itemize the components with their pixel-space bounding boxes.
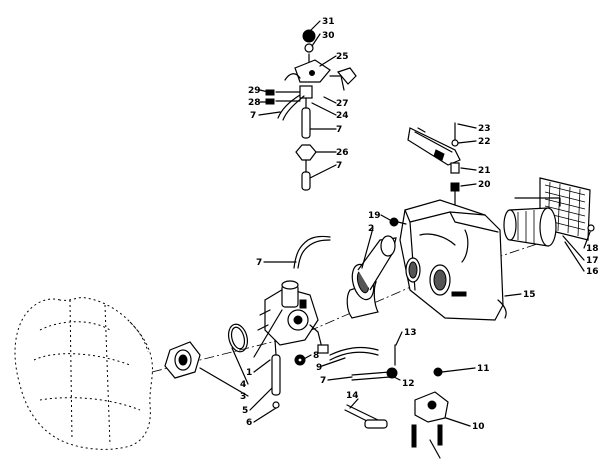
- callout-20: 20: [478, 180, 491, 190]
- drain-hose: [271, 354, 281, 409]
- callout-5: 5: [242, 406, 248, 416]
- callout-24: 24: [336, 111, 349, 121]
- callout-16: 16: [586, 267, 599, 277]
- callout-7-b: 7: [336, 125, 342, 135]
- carburetor: [257, 280, 329, 356]
- hose-clamp: [227, 323, 249, 353]
- cable-bracket: [407, 122, 461, 206]
- callout-12: 12: [402, 379, 415, 389]
- engine-outline: [14, 297, 153, 450]
- callout-17: 17: [586, 256, 599, 266]
- callout-1: 1: [246, 368, 252, 378]
- air-intake-cylinder: [503, 197, 561, 247]
- callout-8: 8: [313, 351, 319, 361]
- filter-screw: [587, 224, 595, 232]
- callout-labels: 31 30 25 29 28 27 7 24 7 26 7 23 22 21 2…: [240, 17, 599, 432]
- callout-15: 15: [523, 290, 536, 300]
- callout-7-a: 7: [250, 111, 256, 121]
- callout-28: 28: [248, 98, 261, 108]
- leader-lines: [199, 20, 591, 427]
- callout-23: 23: [478, 124, 491, 134]
- air-silencer-box: [399, 199, 507, 321]
- fuel-fitting: [294, 354, 306, 366]
- callout-7-c: 7: [336, 161, 342, 171]
- callout-11: 11: [477, 364, 490, 374]
- callout-29: 29: [248, 86, 261, 96]
- callout-3: 3: [240, 392, 246, 402]
- callout-9: 9: [316, 363, 322, 373]
- callout-27: 27: [336, 99, 349, 109]
- callout-14: 14: [346, 391, 359, 401]
- callout-31: 31: [322, 17, 335, 27]
- callout-21: 21: [478, 166, 491, 176]
- callout-4: 4: [240, 380, 246, 390]
- hose-tee: [386, 344, 398, 379]
- callout-7-d: 7: [256, 258, 262, 268]
- callout-2: 2: [368, 224, 374, 234]
- callout-13: 13: [404, 328, 417, 338]
- callout-26: 26: [336, 148, 349, 158]
- callout-7-e: 7: [320, 376, 326, 386]
- callout-19: 19: [368, 211, 381, 221]
- pulse-hose: [329, 346, 379, 356]
- callout-25: 25: [336, 52, 349, 62]
- intake-flange: [164, 341, 201, 379]
- callout-6: 6: [246, 418, 252, 428]
- box-screw: [389, 217, 407, 227]
- fuel-pump: [411, 367, 449, 459]
- callout-22: 22: [478, 137, 491, 147]
- callout-30: 30: [322, 31, 335, 41]
- callout-10: 10: [472, 422, 485, 432]
- fuel-hose: [297, 239, 331, 269]
- callout-18: 18: [586, 244, 599, 254]
- intake-boot: [346, 235, 397, 319]
